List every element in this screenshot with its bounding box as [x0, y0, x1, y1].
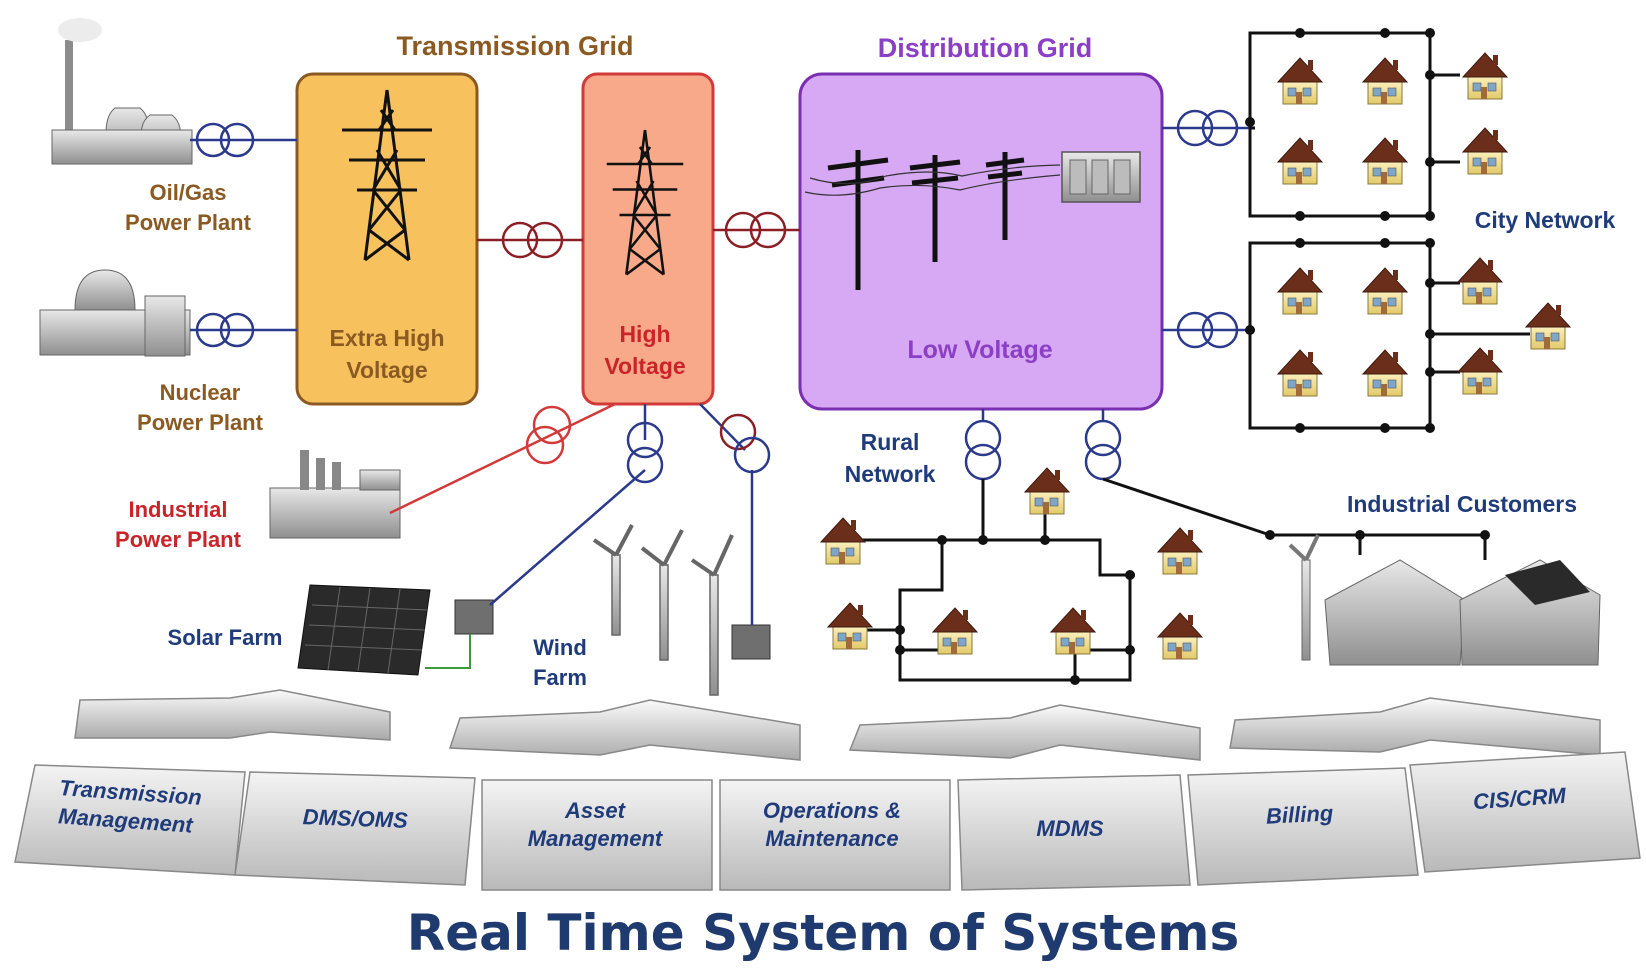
house-icon	[827, 602, 873, 650]
wind-turbines-icon	[592, 524, 734, 696]
system-block-mdms: MDMS	[957, 774, 1191, 891]
solar-panels-icon	[297, 584, 431, 676]
oilgas-power-plant-label-2: Power Plant	[125, 210, 252, 235]
house-icon	[1362, 349, 1408, 397]
utility-poles-icon	[827, 150, 1025, 290]
transformer-icon	[501, 221, 539, 259]
extra-high-voltage-box	[295, 72, 479, 406]
extra-high-voltage-label: Extra High	[329, 325, 444, 351]
house-icon	[932, 607, 978, 655]
inverter-box	[731, 624, 771, 660]
house-icon	[1024, 467, 1070, 515]
house-icon	[820, 517, 866, 565]
transformer-icon	[195, 122, 231, 158]
nuclear-power-plant-label: Nuclear	[160, 380, 241, 405]
industrial-customers-label: Industrial Customers	[1347, 491, 1577, 517]
rural-network-label-2: Network	[845, 461, 936, 487]
house-icon	[1277, 137, 1323, 185]
system-label: Billing	[1265, 800, 1334, 829]
factory-buildings-icon	[1288, 534, 1601, 666]
low-voltage-label: Low Voltage	[907, 336, 1052, 364]
integration-bus	[74, 689, 1601, 761]
system-label: Operations &	[763, 798, 901, 823]
high-voltage-label: High	[619, 321, 670, 347]
transformer-icon	[626, 421, 664, 459]
industrial-power-plant-label-2: Power Plant	[115, 527, 242, 552]
wind-farm-label: Wind	[533, 635, 587, 660]
transmission-grid-heading: Transmission Grid	[396, 31, 633, 61]
house-icon	[1462, 127, 1508, 175]
page-title: Real Time System of Systems	[407, 904, 1240, 962]
system-label: DMS/OMS	[302, 804, 408, 833]
system-block-dms-oms: DMS/OMS	[234, 771, 476, 886]
system-block-transmission-management: Transmission Management	[14, 764, 246, 876]
house-icon	[1157, 612, 1203, 660]
house-icon	[1362, 57, 1408, 105]
industrial-power-plant-icon	[269, 450, 401, 539]
system-block-billing: Billing	[1187, 767, 1419, 886]
house-icon	[1457, 347, 1503, 395]
system-block-asset-management: Asset Management	[481, 779, 713, 891]
house-icon	[1277, 267, 1323, 315]
house-icon	[1277, 57, 1323, 105]
system-label: Management	[528, 826, 664, 851]
system-block-operations-maintenance: Operations & Maintenance	[719, 779, 951, 891]
house-icon	[1050, 607, 1096, 655]
extra-high-voltage-label-2: Voltage	[346, 357, 427, 383]
rural-network-label: Rural	[861, 429, 920, 455]
city-network-label: City Network	[1475, 207, 1616, 233]
house-icon	[1362, 137, 1408, 185]
transformer-icon	[1176, 109, 1214, 147]
transformer-icon	[1176, 311, 1214, 349]
house-icon	[1157, 527, 1203, 575]
system-block-cis-crm: CIS/CRM	[1409, 751, 1641, 873]
system-label: Asset	[564, 798, 627, 823]
solar-farm-label: Solar Farm	[168, 625, 283, 650]
oilgas-power-plant-icon	[51, 18, 193, 165]
nuclear-power-plant-label-2: Power Plant	[137, 410, 264, 435]
house-icon	[1457, 257, 1503, 305]
transformer-cabinet-icon	[1061, 151, 1141, 203]
system-label: Maintenance	[765, 826, 898, 851]
system-label: MDMS	[1036, 816, 1104, 841]
wind-farm-label-2: Farm	[533, 665, 587, 690]
industrial-power-plant-label: Industrial	[128, 497, 227, 522]
oilgas-power-plant-label: Oil/Gas	[149, 180, 226, 205]
nuclear-power-plant-icon	[39, 269, 191, 357]
high-voltage-label-2: Voltage	[604, 353, 685, 379]
transformer-icon	[195, 312, 231, 348]
house-icon	[1277, 349, 1323, 397]
inverter-box	[454, 599, 494, 635]
transformer-icon	[724, 211, 762, 249]
transformer-icon	[719, 413, 757, 451]
house-icon	[1462, 52, 1508, 100]
house-icon	[1525, 302, 1571, 350]
house-icon	[1362, 267, 1408, 315]
transformer-icon	[532, 405, 572, 445]
distribution-grid-heading: Distribution Grid	[878, 33, 1092, 63]
